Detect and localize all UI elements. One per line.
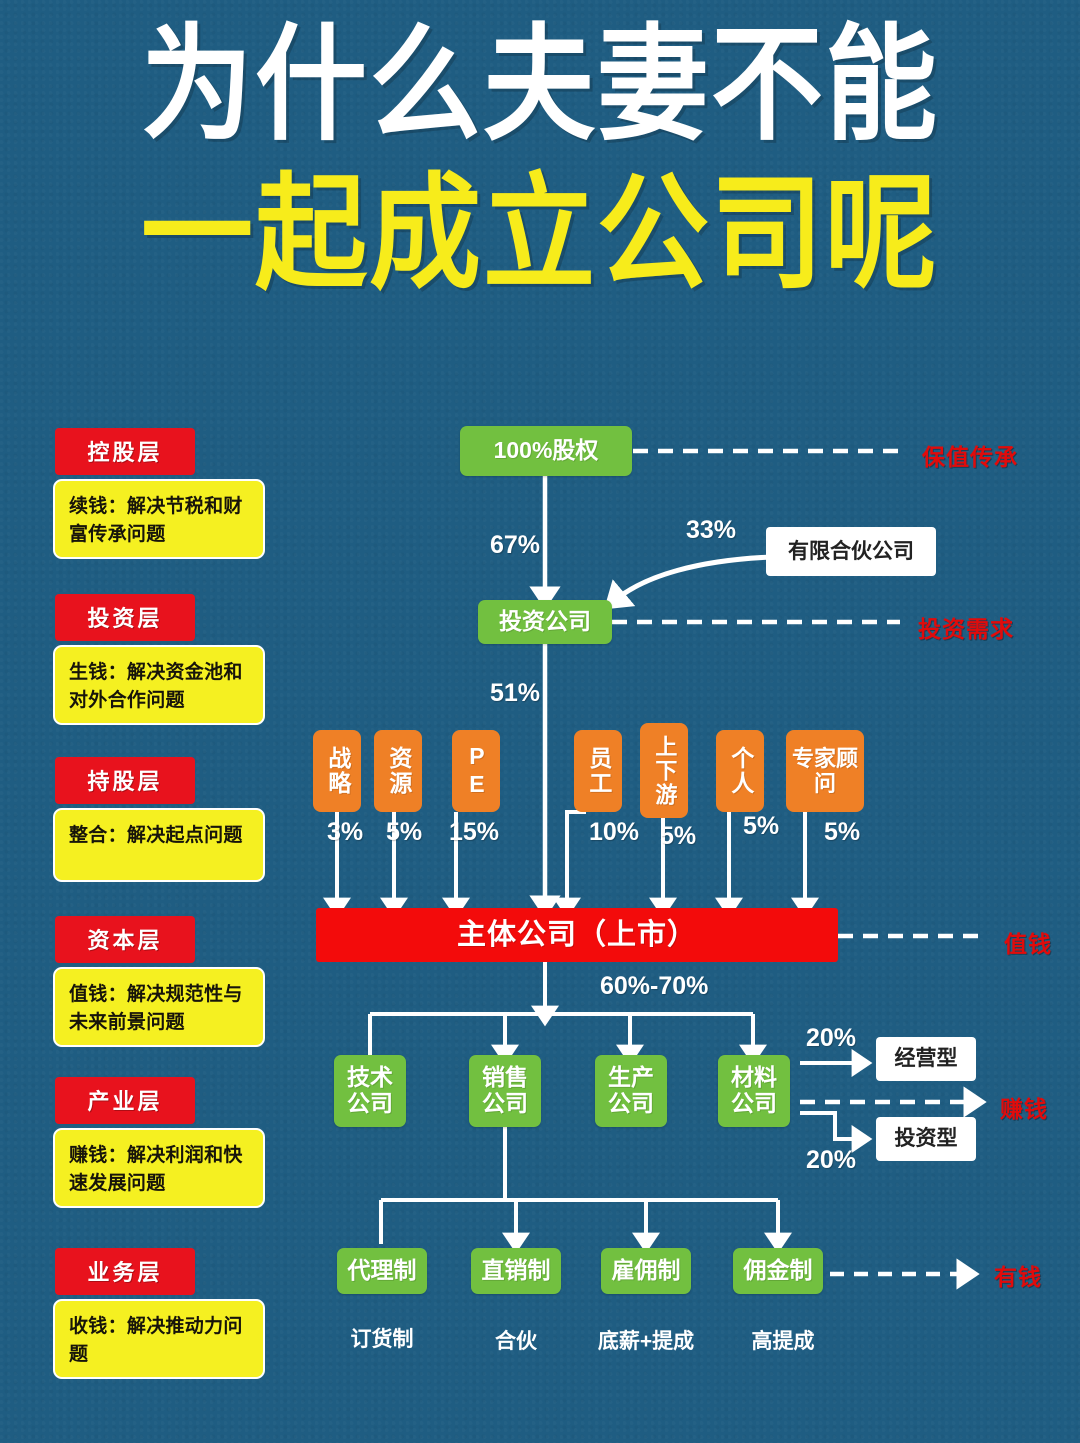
node-shareholder-strategy[interactable]: 战略 <box>313 730 361 812</box>
node-limited-partnership[interactable]: 有限合伙公司 <box>766 527 936 576</box>
title-line-2: 一起成立公司呢 <box>141 163 939 304</box>
node-shareholder-supply-chain[interactable]: 上下游 <box>640 723 688 818</box>
annotation-investment-demand: 投资需求 <box>918 616 1014 642</box>
node-operating-type[interactable]: 经营型 <box>876 1037 976 1081</box>
sidebar-badge-holding[interactable]: 控股层 <box>55 428 195 475</box>
pct-60-70: 60%-70% <box>600 972 709 1000</box>
node-investment-company[interactable]: 投资公司 <box>478 600 612 644</box>
shareholder-expert-advisor-label: 专家顾问 <box>791 745 858 796</box>
pct-33: 33% <box>686 516 737 544</box>
node-subsidiary-material[interactable]: 材料 公司 <box>718 1055 790 1127</box>
pct-strategy: 3% <box>327 818 364 846</box>
shareholder-strategy-label: 战略 <box>324 746 351 796</box>
node-subsidiary-production[interactable]: 生产 公司 <box>595 1055 667 1127</box>
pct-supply-chain: 5% <box>660 822 697 850</box>
node-subsidiary-sales[interactable]: 销售 公司 <box>469 1055 541 1127</box>
pct-67: 67% <box>490 531 541 559</box>
node-shareholder-employee[interactable]: 员工 <box>574 730 622 812</box>
sidebar-badge-investment[interactable]: 投资层 <box>55 594 195 641</box>
node-subsidiary-tech[interactable]: 技术 公司 <box>334 1055 406 1127</box>
pct-individual: 5% <box>743 812 780 840</box>
sublabel-base-commission: 底薪+提成 <box>597 1330 695 1353</box>
pct-51: 51% <box>490 679 541 707</box>
node-main-company[interactable]: 主体公司（上市） <box>316 908 838 962</box>
shareholder-supply-chain-label: 上下游 <box>652 734 678 807</box>
subsidiary-tech-line2: 公司 <box>347 1090 393 1116</box>
annotation-earn-money: 赚钱 <box>1000 1096 1048 1122</box>
pct-investment-type: 20% <box>806 1146 857 1174</box>
pct-operating-type: 20% <box>806 1024 857 1052</box>
node-shareholder-individual[interactable]: 个人 <box>716 730 764 812</box>
shareholder-pe-label: PE <box>463 743 490 799</box>
sublabel-high-commission: 高提成 <box>751 1330 815 1353</box>
pct-resource: 5% <box>386 818 423 846</box>
shareholder-employee-label: 员工 <box>585 746 612 796</box>
subsidiary-tech-line1: 技术 <box>347 1064 393 1091</box>
sidebar-badge-shareholding[interactable]: 持股层 <box>55 757 195 804</box>
annotation-value-inheritance: 保值传承 <box>922 444 1018 470</box>
sidebar-desc-capital: 值钱：解决规范性与未来前景问题 <box>53 967 265 1047</box>
node-investment-type[interactable]: 投资型 <box>876 1117 976 1161</box>
node-model-employment[interactable]: 雇佣制 <box>601 1248 691 1294</box>
subsidiary-sales-line1: 销售 <box>482 1064 528 1091</box>
node-shareholder-expert-advisor[interactable]: 专家顾问 <box>786 730 864 812</box>
sublabel-order-system: 订货制 <box>350 1328 414 1351</box>
pct-expert-advisor: 5% <box>824 818 861 846</box>
node-shareholder-resource[interactable]: 资源 <box>374 730 422 812</box>
subsidiary-production-line1: 生产 <box>608 1064 654 1091</box>
annotation-valuable: 值钱 <box>1004 931 1052 957</box>
subsidiary-material-line1: 材料 <box>731 1064 777 1091</box>
sidebar-desc-shareholding: 整合：解决起点问题 <box>53 808 265 882</box>
sidebar-desc-industry: 赚钱：解决利润和快速发展问题 <box>53 1128 265 1208</box>
node-shareholder-pe[interactable]: PE <box>452 730 500 812</box>
sidebar-desc-holding: 续钱：解决节税和财富传承问题 <box>53 479 265 559</box>
node-equity-100[interactable]: 100%股权 <box>460 426 632 476</box>
layer-sidebar: 控股层 续钱：解决节税和财富传承问题 投资层 生钱：解决资金池和对外合作问题 持… <box>0 0 300 1443</box>
pct-pe: 15% <box>449 818 500 846</box>
sidebar-desc-business: 收钱：解决推动力问题 <box>53 1299 265 1379</box>
shareholder-resource-label: 资源 <box>385 746 412 796</box>
pct-employee: 10% <box>589 818 640 846</box>
node-model-direct-sale[interactable]: 直销制 <box>471 1248 561 1294</box>
page-title: 为什么夫妻不能 一起成立公司呢 <box>0 14 1080 301</box>
node-model-commission[interactable]: 佣金制 <box>733 1248 823 1294</box>
subsidiary-production-line2: 公司 <box>608 1090 654 1116</box>
sublabel-partnership: 合伙 <box>495 1330 537 1353</box>
subsidiary-material-line2: 公司 <box>731 1090 777 1116</box>
shareholder-individual-label: 个人 <box>727 746 754 796</box>
subsidiary-sales-line2: 公司 <box>482 1090 528 1116</box>
title-line-1: 为什么夫妻不能 <box>141 14 939 155</box>
node-model-agency[interactable]: 代理制 <box>337 1248 427 1294</box>
sidebar-badge-capital[interactable]: 资本层 <box>55 916 195 963</box>
sidebar-badge-industry[interactable]: 产业层 <box>55 1077 195 1124</box>
sidebar-desc-investment: 生钱：解决资金池和对外合作问题 <box>53 645 265 725</box>
sidebar-badge-business[interactable]: 业务层 <box>55 1248 195 1295</box>
annotation-rich: 有钱 <box>994 1264 1042 1290</box>
